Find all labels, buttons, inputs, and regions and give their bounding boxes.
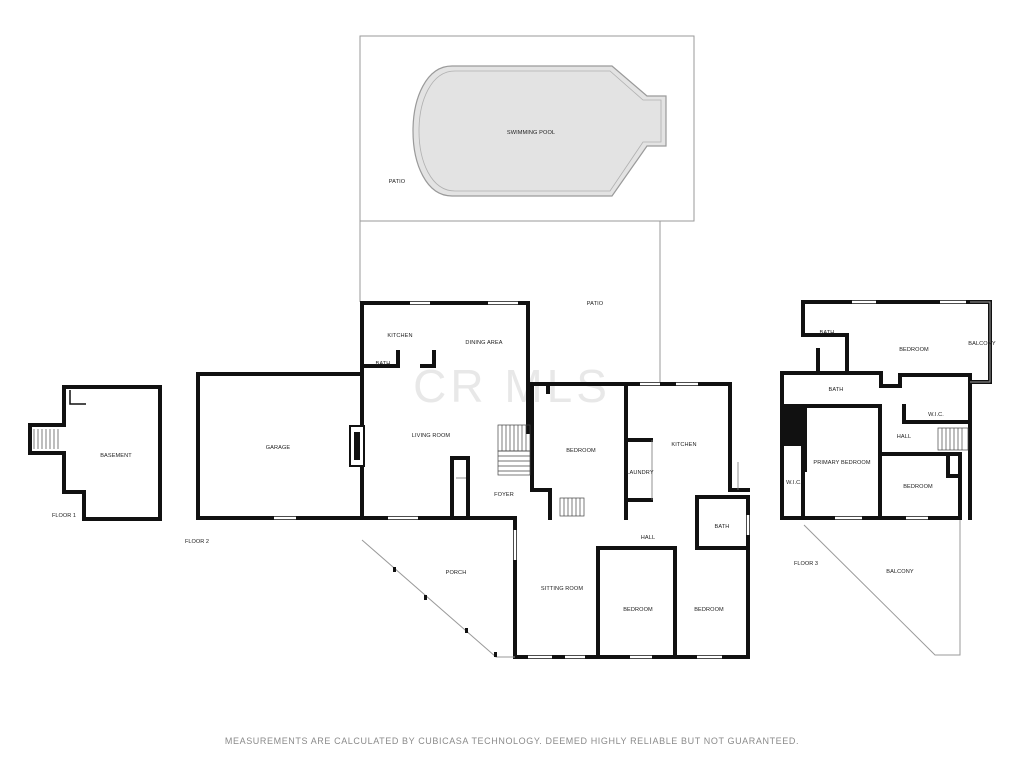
- room-label-living-room: LIVING ROOM: [412, 433, 451, 439]
- room-label-wic-left: W.I.C.: [786, 480, 802, 486]
- floor3-balcony-bottom: [803, 520, 961, 656]
- room-label-bath-east: BATH: [715, 524, 730, 530]
- footer-disclaimer: MEASUREMENTS ARE CALCULATED BY CUBICASA …: [224, 736, 800, 746]
- room-label-kitchen-main: KITCHEN: [387, 333, 412, 339]
- room-label-foyer: FOYER: [494, 492, 514, 498]
- fireplace-inner: [354, 432, 360, 460]
- room-label-patio: PATIO: [587, 301, 604, 307]
- floor1-detail: [69, 390, 86, 405]
- room-label-hall: HALL: [641, 535, 655, 541]
- room-label-swimming-pool: SWIMMING POOL: [507, 130, 555, 136]
- room-label-bath-top: BATH: [820, 330, 835, 336]
- floor3-walls: [780, 300, 992, 520]
- floor-label-floor2: FLOOR 2: [185, 539, 209, 545]
- room-label-dining-area: DINING AREA: [465, 340, 502, 346]
- room-label-bath-main: BATH: [376, 361, 391, 367]
- room-label-wic-right: W.I.C.: [928, 412, 944, 418]
- room-label-balcony-bottom: BALCONY: [886, 569, 914, 575]
- porch-outline: [361, 539, 515, 658]
- floor3-balcony-top: [970, 301, 991, 383]
- room-label-primary-bedroom: PRIMARY BEDROOM: [813, 460, 870, 466]
- floor2-thin-lines: [456, 440, 739, 500]
- room-label-bedroom-top: BEDROOM: [899, 347, 929, 353]
- room-label-balcony-top: BALCONY: [968, 341, 996, 347]
- room-label-porch: PORCH: [446, 570, 467, 576]
- room-label-sitting-room: SITTING ROOM: [541, 586, 583, 592]
- floor1-walls: [28, 385, 162, 521]
- room-label-basement: BASEMENT: [100, 453, 132, 459]
- pool-patio-area: [359, 35, 695, 382]
- floor1-stairs: [33, 429, 59, 449]
- floor2-stairs-bedroom: [559, 497, 585, 517]
- floor-label-floor1: FLOOR 1: [52, 513, 76, 519]
- room-label-kitchen-east: KITCHEN: [671, 442, 696, 448]
- room-label-laundry: LAUNDRY: [626, 470, 653, 476]
- floor2-stairs-upper: [497, 424, 531, 452]
- swimming-pool: [412, 65, 667, 197]
- floor-label-floor3: FLOOR 3: [794, 561, 818, 567]
- floor2-walls: [196, 301, 750, 659]
- room-label-patio-pool: PATIO: [389, 179, 406, 185]
- room-label-bedroom-right: BEDROOM: [903, 484, 933, 490]
- floor3-windows: [801, 300, 966, 520]
- porch-posts: [393, 567, 497, 657]
- room-label-hall-f3: HALL: [897, 434, 911, 440]
- floor2-windows: [274, 301, 750, 659]
- room-label-bedroom-center: BEDROOM: [566, 448, 596, 454]
- floor2-stairs-lower: [497, 450, 531, 476]
- room-label-garage: GARAGE: [266, 445, 291, 451]
- room-label-bath-mid: BATH: [829, 387, 844, 393]
- floor3-chimney: [783, 408, 803, 446]
- floor3-stairs: [937, 427, 969, 451]
- room-label-bedroom-sw: BEDROOM: [623, 607, 653, 613]
- room-label-bedroom-se: BEDROOM: [694, 607, 724, 613]
